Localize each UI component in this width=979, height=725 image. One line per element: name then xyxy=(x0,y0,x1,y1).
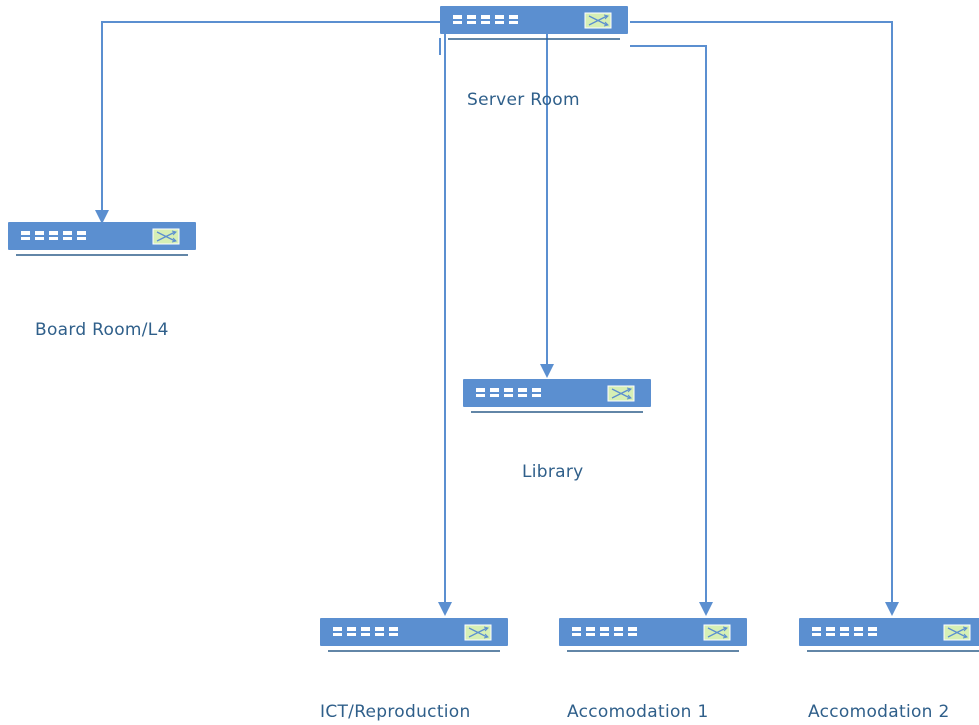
switch-board-room xyxy=(7,221,197,256)
network-switch-icon xyxy=(7,221,197,256)
network-switch-icon xyxy=(439,5,629,40)
network-switch-icon xyxy=(558,617,748,652)
label-board-room: Board Room/L4 xyxy=(35,320,169,340)
label-accomodation-1: Accomodation 1 xyxy=(567,702,709,722)
network-switch-icon xyxy=(798,617,979,652)
arrowhead-ict xyxy=(438,602,452,616)
switch-ict-reproduction xyxy=(319,617,509,652)
switch-server-room xyxy=(439,5,629,40)
label-library: Library xyxy=(522,462,584,482)
link-server-to-board-room xyxy=(101,21,440,212)
arrowhead-accomodation-1 xyxy=(699,602,713,616)
arrowhead-library xyxy=(540,364,554,378)
label-ict-reproduction: ICT/Reproduction xyxy=(320,702,471,722)
connection-lines xyxy=(95,21,899,616)
link-server-to-accomodation-1 xyxy=(630,45,707,604)
label-server-room: Server Room xyxy=(467,90,580,110)
switch-accomodation-1 xyxy=(558,617,748,652)
switch-library xyxy=(462,378,652,413)
arrowhead-accomodation-2 xyxy=(885,602,899,616)
network-switch-icon xyxy=(319,617,509,652)
network-switch-icon xyxy=(462,378,652,413)
label-accomodation-2: Accomodation 2 xyxy=(808,702,950,722)
switch-accomodation-2 xyxy=(798,617,979,652)
link-server-to-accomodation-2 xyxy=(630,21,893,604)
arrowhead-board-room xyxy=(95,210,109,224)
